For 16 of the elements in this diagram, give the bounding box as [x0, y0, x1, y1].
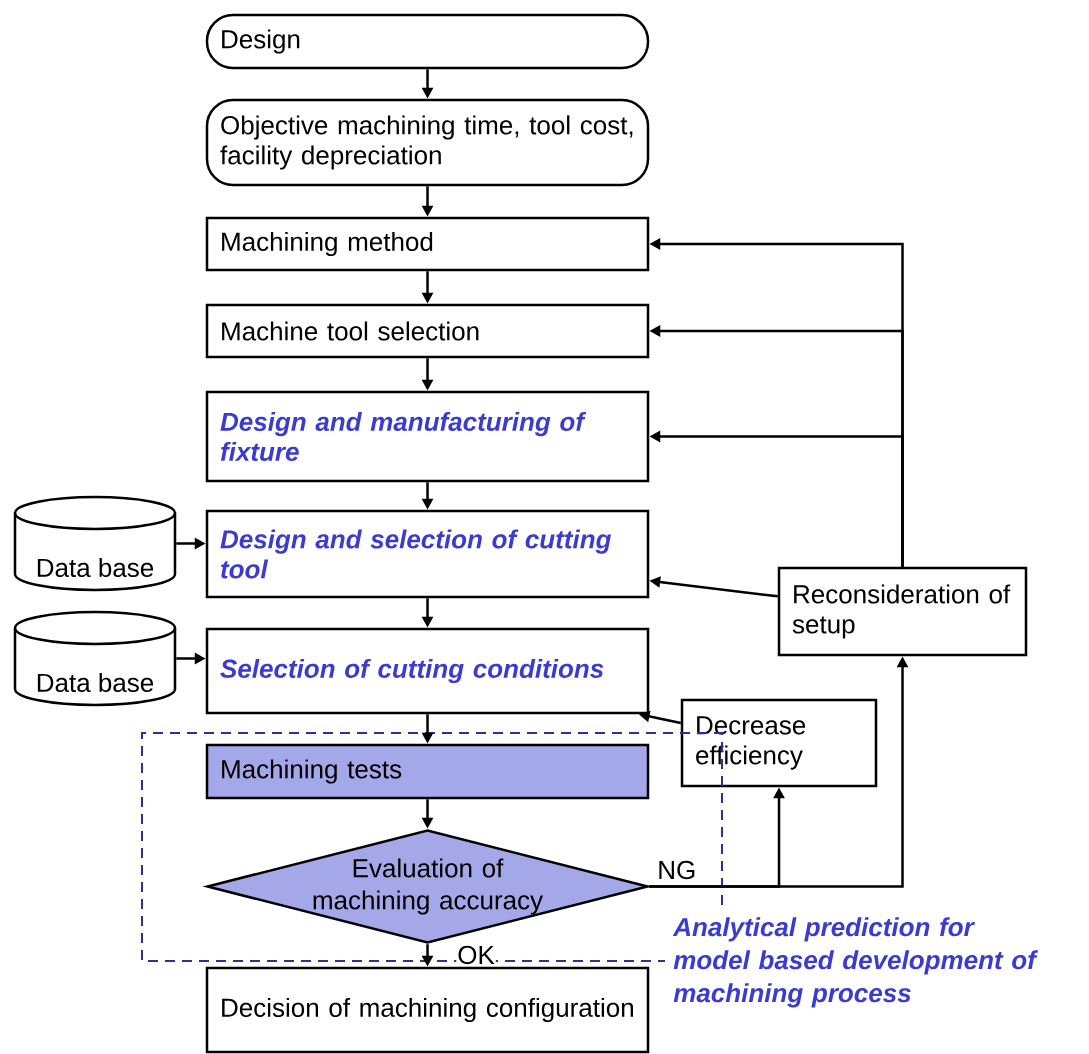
terminal-box: Design — [205, 13, 650, 70]
edge-label: OK — [456, 944, 496, 966]
region-caption: Analytical prediction for model based development of machining process — [672, 917, 1039, 1008]
database-cylinder: Data base — [13, 495, 177, 592]
process-box: Machining tests — [205, 743, 650, 800]
database-cylinder: Data base — [13, 610, 177, 707]
terminal-box: Objective machining time, tool cost, facility depreciation — [205, 98, 650, 187]
process-box: Decision of machining configuration — [205, 966, 650, 1054]
process-box: Design and selection of cutting tool — [205, 509, 650, 599]
process-box: Machine tool selection — [205, 303, 650, 359]
process-box: Design and manufacturing of fixture — [205, 390, 650, 483]
process-box: Reconsideration of setup — [777, 566, 1028, 657]
process-box: Decrease efficiency — [680, 698, 878, 788]
process-box: Machining method — [205, 216, 650, 272]
edge-label: NG — [656, 859, 698, 881]
process-box: Selection of cutting conditions — [205, 627, 650, 715]
